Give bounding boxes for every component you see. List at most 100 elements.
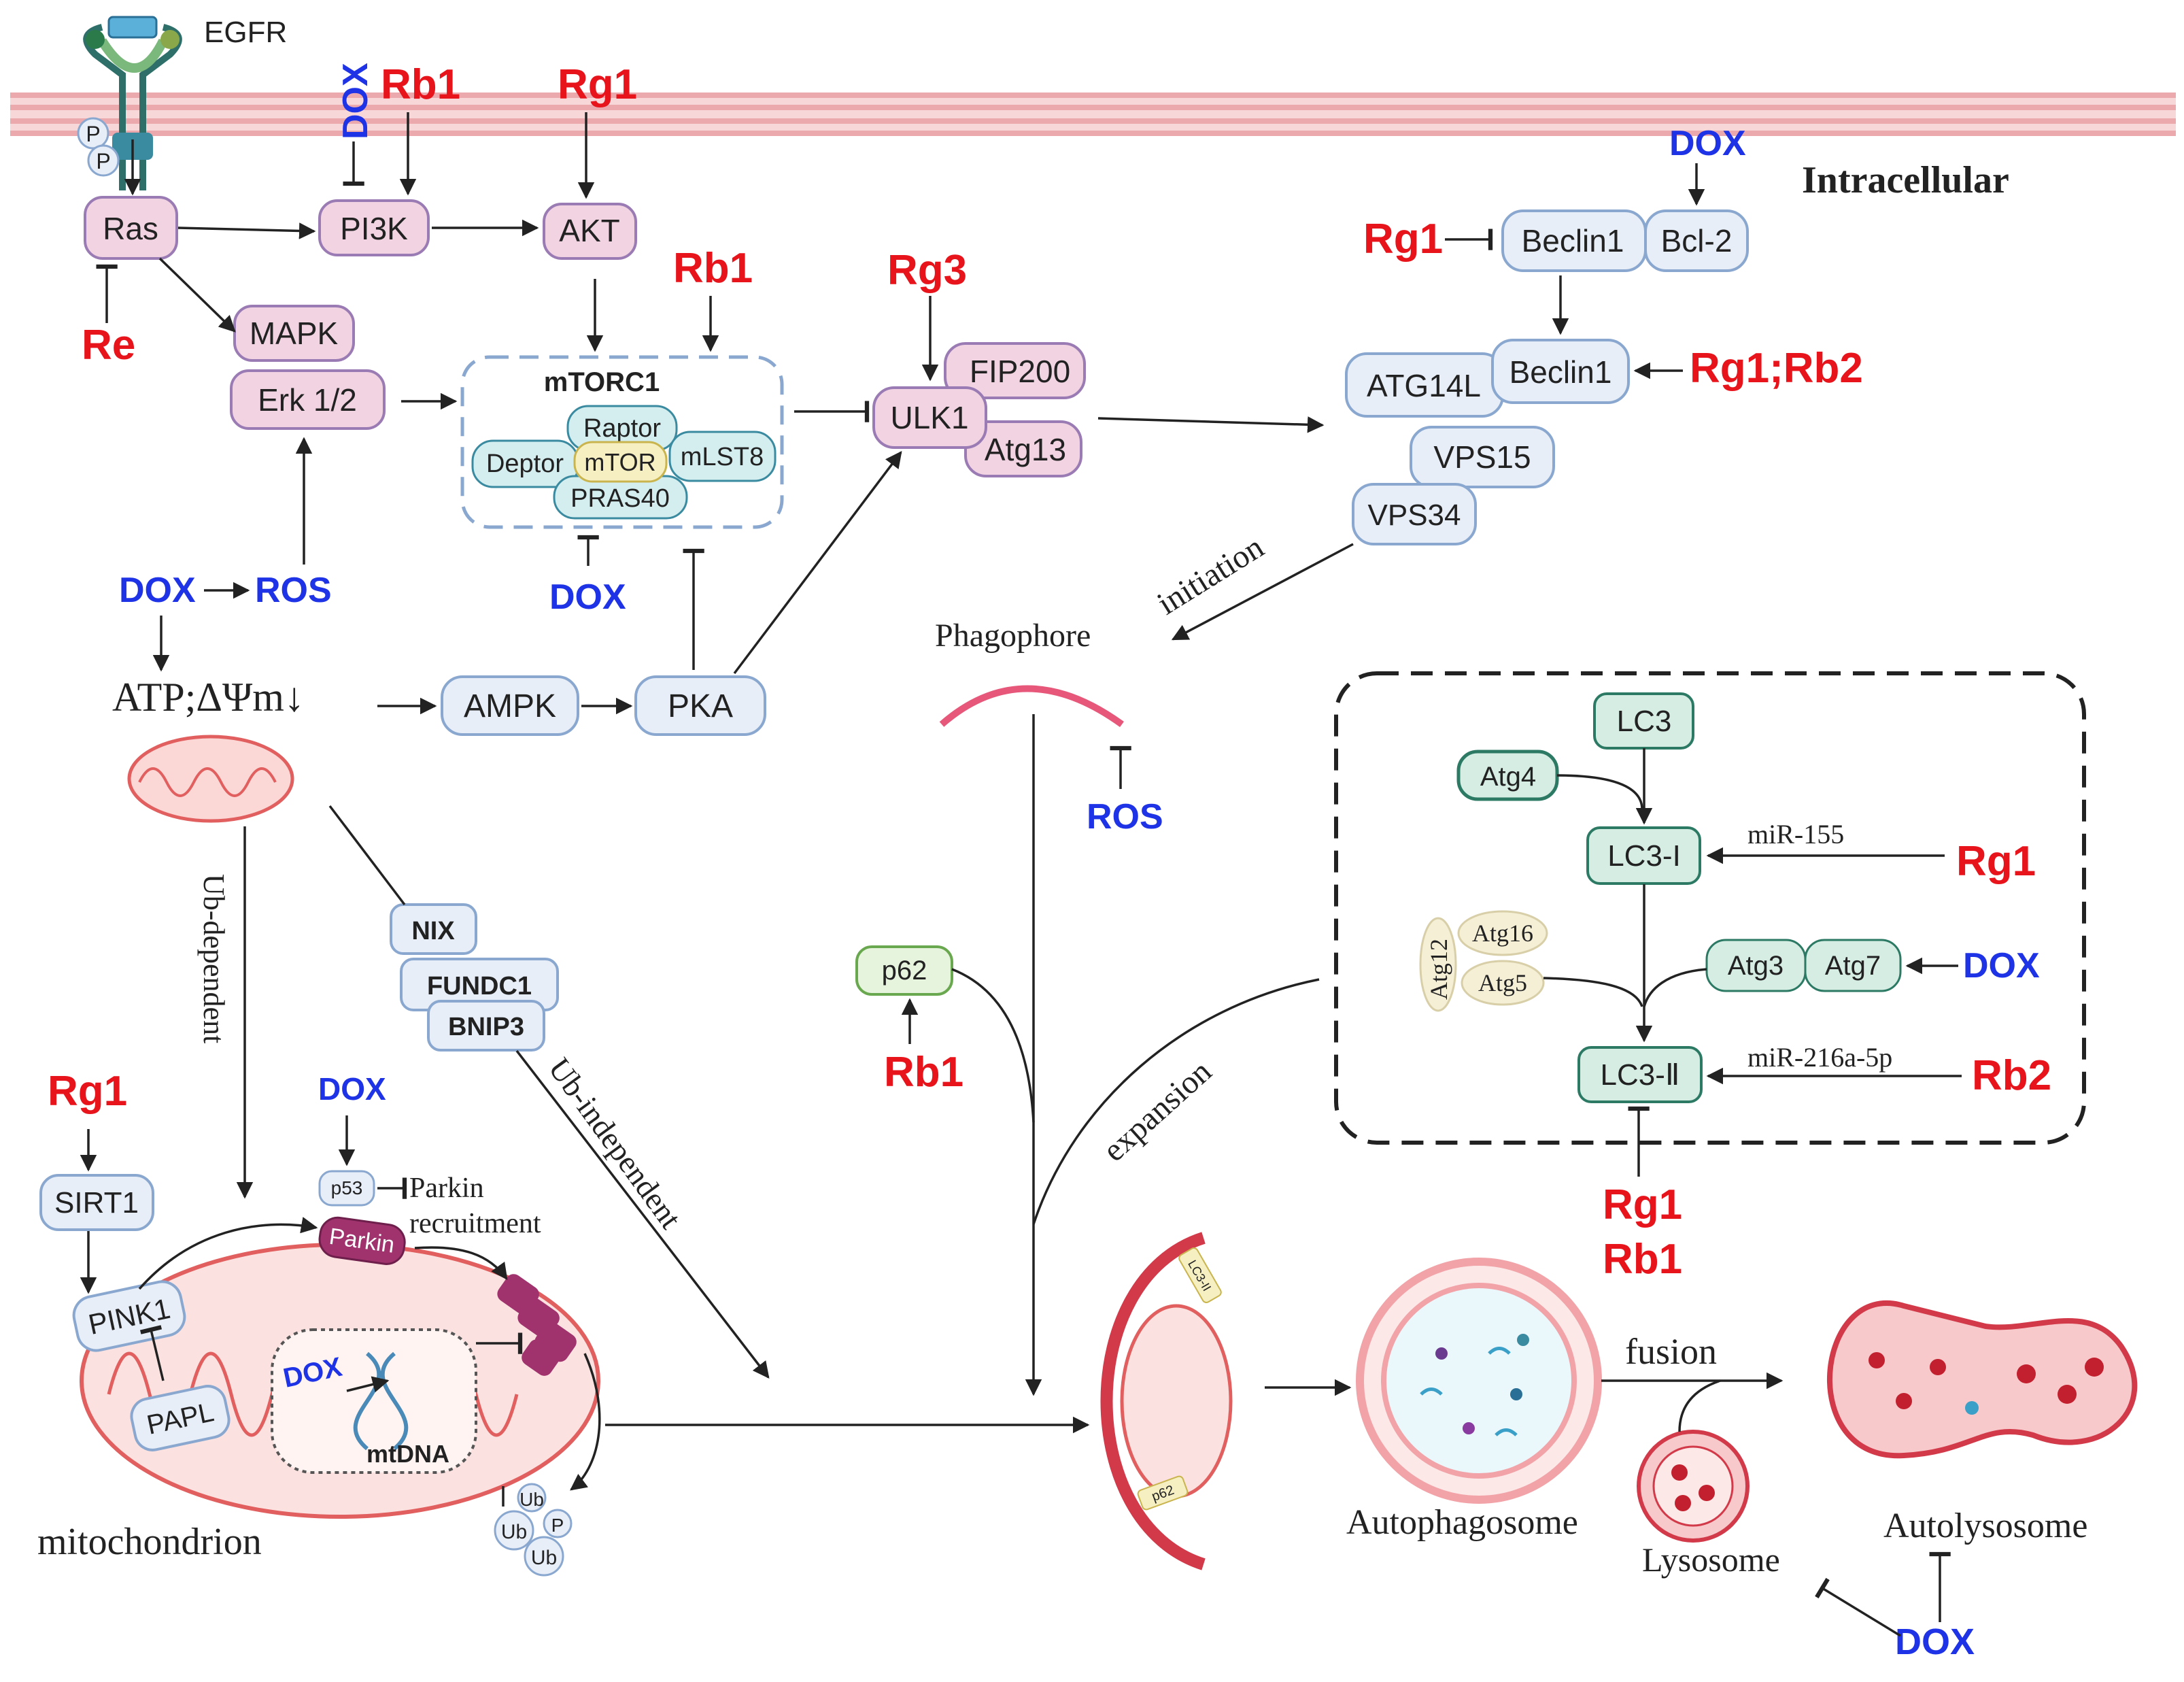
ros-label-left: ROS bbox=[255, 571, 332, 610]
akt-node: AKT bbox=[543, 203, 637, 260]
mir155-label: miR-155 bbox=[1747, 819, 1844, 850]
sirt1-node: SIRT1 bbox=[39, 1174, 154, 1231]
svg-text:P: P bbox=[86, 122, 100, 146]
ub-dependent-label: Ub-dependent bbox=[197, 874, 231, 1043]
beclin1-label: Beclin1 bbox=[1522, 223, 1624, 258]
svg-text:AKT: AKT bbox=[559, 213, 619, 248]
svg-text:p62: p62 bbox=[882, 956, 927, 986]
mir216-label: miR-216a-5p bbox=[1747, 1042, 1892, 1073]
lc3i-node: LC3-I bbox=[1586, 826, 1701, 885]
parkin-aggregate-icon bbox=[497, 1274, 577, 1376]
rb1-pi3k: Rb1 bbox=[381, 61, 460, 108]
svg-text:Atg5: Atg5 bbox=[1478, 969, 1527, 996]
dox-bcl2: DOX bbox=[1669, 124, 1746, 163]
dox-pi3k: DOX bbox=[336, 63, 375, 139]
mtorc1-complex: mTORC1 Raptor Deptor mLST8 PRAS40 mTOR bbox=[460, 355, 784, 529]
vps34-label: VPS34 bbox=[1368, 499, 1461, 532]
svg-text:Ras: Ras bbox=[103, 211, 158, 246]
svg-text:LC3-Ⅱ: LC3-Ⅱ bbox=[1600, 1058, 1679, 1092]
parkin-node: Parkin bbox=[318, 1216, 406, 1265]
rb1-mtorc1: Rb1 bbox=[673, 245, 753, 292]
ulk1-label: ULK1 bbox=[890, 400, 968, 435]
svg-text:LC3: LC3 bbox=[1617, 705, 1672, 738]
mitochondrion-label: mitochondrion bbox=[37, 1521, 262, 1563]
expansion-label: expansion bbox=[1096, 1054, 1218, 1169]
rg3-ulk1: Rg3 bbox=[887, 247, 967, 294]
initiation-label: initiation bbox=[1151, 529, 1270, 622]
svg-text:P: P bbox=[96, 149, 110, 173]
autolysosome-icon bbox=[1827, 1300, 2138, 1459]
fusion-label: fusion bbox=[1625, 1331, 1717, 1372]
rb1-lc3ii: Rb1 bbox=[1603, 1236, 1682, 1283]
raptor-label: Raptor bbox=[583, 414, 661, 443]
phagophore-membrane bbox=[939, 685, 1124, 728]
svg-text:Atg3: Atg3 bbox=[1728, 951, 1784, 981]
mtdna-label: mtDNA bbox=[366, 1440, 449, 1468]
svg-text:Ub: Ub bbox=[519, 1489, 544, 1510]
fundc1-node: FUNDC1 bbox=[400, 958, 559, 1011]
mtorc1-label: mTORC1 bbox=[544, 367, 660, 397]
large-mitochondrion bbox=[80, 1243, 600, 1519]
phosphate-1: P bbox=[77, 117, 109, 150]
bnip3-node: BNIP3 bbox=[427, 1000, 545, 1052]
phosphate-2: P bbox=[87, 144, 120, 177]
ulk1-complex: FIP200 Atg13 ULK1 bbox=[872, 342, 1086, 477]
beclin-bcl2-complex: Beclin1 Bcl-2 bbox=[1501, 209, 1749, 272]
deptor-label: Deptor bbox=[486, 450, 564, 478]
mtor-label: mTOR bbox=[584, 448, 655, 476]
ampk-node: AMPK bbox=[441, 675, 579, 736]
erk-node: Erk 1/2 bbox=[230, 369, 386, 430]
pathway-connectors bbox=[80, 112, 1962, 1637]
p62-node: p62 bbox=[855, 945, 953, 996]
svg-text:PKA: PKA bbox=[668, 688, 733, 724]
egfr-label: EGFR bbox=[204, 16, 287, 49]
rg1-beclin1: Rg1 bbox=[1363, 216, 1443, 263]
rg1-akt: Rg1 bbox=[558, 61, 637, 108]
autophagosome-label: Autophagosome bbox=[1346, 1503, 1578, 1542]
svg-text:MAPK: MAPK bbox=[250, 316, 339, 351]
pras40-label: PRAS40 bbox=[570, 484, 670, 513]
svg-text:Atg16: Atg16 bbox=[1472, 920, 1533, 947]
rb1-p62: Rb1 bbox=[884, 1049, 963, 1096]
parkin-recruitment-line1: Parkin bbox=[409, 1173, 484, 1204]
beclin1-label-2: Beclin1 bbox=[1509, 354, 1612, 390]
autolysosome-label: Autolysosome bbox=[1883, 1507, 2087, 1545]
ras-node: Ras bbox=[84, 196, 178, 260]
svg-text:NIX: NIX bbox=[411, 917, 455, 945]
lysosome-icon bbox=[1637, 1430, 1750, 1543]
mlst8-label: mLST8 bbox=[681, 443, 764, 471]
rb2-lc3ii: Rb2 bbox=[1972, 1052, 2051, 1099]
svg-text:Erk 1/2: Erk 1/2 bbox=[258, 382, 357, 418]
bcl2-label: Bcl-2 bbox=[1661, 223, 1733, 258]
svg-text:AMPK: AMPK bbox=[464, 688, 556, 724]
atg14l-label: ATG14L bbox=[1367, 368, 1481, 403]
rg1-lc3i: Rg1 bbox=[1956, 838, 2036, 885]
pi3k-class3-complex: ATG14L Beclin1 VPS15 VPS34 bbox=[1345, 339, 1630, 545]
parkin-recruitment-line2: recruitment bbox=[409, 1208, 541, 1239]
dox-p53: DOX bbox=[318, 1071, 386, 1107]
pka-node: PKA bbox=[634, 675, 766, 736]
svg-text:Atg4: Atg4 bbox=[1480, 762, 1536, 792]
lc3-conjugation-box bbox=[1334, 671, 2086, 1145]
autophagosome-icon bbox=[1356, 1258, 1602, 1504]
ub-p-cluster: Ub P Ub Ub bbox=[494, 1483, 573, 1577]
pi3k-node: PI3K bbox=[318, 199, 430, 256]
svg-text:p53: p53 bbox=[331, 1177, 363, 1198]
lc3ii-node: LC3-Ⅱ bbox=[1577, 1046, 1703, 1103]
cell-membrane bbox=[10, 92, 2176, 136]
atg12-16-5-complex: Atg12 Atg16 Atg5 bbox=[1419, 910, 1548, 1012]
lc3-node: LC3 bbox=[1593, 692, 1694, 750]
fip200-label: FIP200 bbox=[970, 354, 1070, 389]
svg-text:Atg7: Atg7 bbox=[1825, 951, 1881, 981]
dox-lysosome: DOX bbox=[1895, 1621, 1975, 1662]
ros-label-phagophore: ROS bbox=[1087, 797, 1163, 837]
atg3-7-complex: Atg3 Atg7 bbox=[1705, 939, 1902, 992]
p53-node: p53 bbox=[318, 1170, 375, 1207]
svg-text:BNIP3: BNIP3 bbox=[448, 1013, 524, 1041]
small-mitochondrion-icon bbox=[127, 735, 294, 823]
svg-text:PI3K: PI3K bbox=[340, 211, 408, 246]
rg1-sirt1: Rg1 bbox=[48, 1068, 127, 1115]
svg-text:FUNDC1: FUNDC1 bbox=[427, 972, 532, 1000]
